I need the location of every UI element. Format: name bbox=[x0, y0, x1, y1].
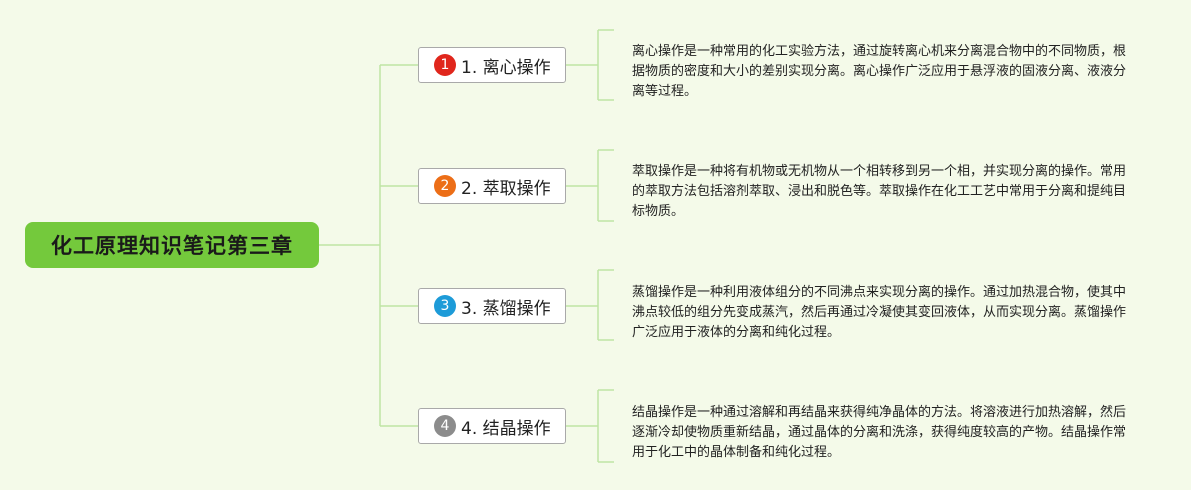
number-badge-icon: 4 bbox=[434, 415, 456, 437]
branch-label: 3. 蒸馏操作 bbox=[461, 298, 551, 319]
description-text-3: 蒸馏操作是一种利用液体组分的不同沸点来实现分离的操作。通过加热混合物，使其中沸点… bbox=[632, 285, 1127, 340]
description-text-4: 结晶操作是一种通过溶解和再结晶来获得纯净晶体的方法。将溶液进行加热溶解，然后逐渐… bbox=[632, 405, 1127, 460]
description-text-2: 萃取操作是一种将有机物或无机物从一个相转移到另一个相，并实现分离的操作。常用的萃… bbox=[632, 164, 1127, 219]
description-text-1: 离心操作是一种常用的化工实验方法，通过旋转离心机来分离混合物中的不同物质，根据物… bbox=[632, 44, 1127, 99]
branch-node-1[interactable]: 1 1. 离心操作 bbox=[418, 47, 566, 83]
root-topic[interactable]: 化工原理知识笔记第三章 bbox=[25, 222, 319, 268]
branch-label: 4. 结晶操作 bbox=[461, 418, 551, 439]
branch-node-3[interactable]: 3 3. 蒸馏操作 bbox=[418, 288, 566, 324]
branch-node-2[interactable]: 2 2. 萃取操作 bbox=[418, 168, 566, 204]
number-badge-icon: 2 bbox=[434, 175, 456, 197]
number-badge-icon: 3 bbox=[434, 295, 456, 317]
branch-node-4[interactable]: 4 4. 结晶操作 bbox=[418, 408, 566, 444]
number-badge-icon: 1 bbox=[434, 54, 456, 76]
branch-label: 2. 萃取操作 bbox=[461, 178, 551, 199]
branch-label: 1. 离心操作 bbox=[461, 57, 551, 78]
root-title: 化工原理知识笔记第三章 bbox=[51, 234, 293, 258]
